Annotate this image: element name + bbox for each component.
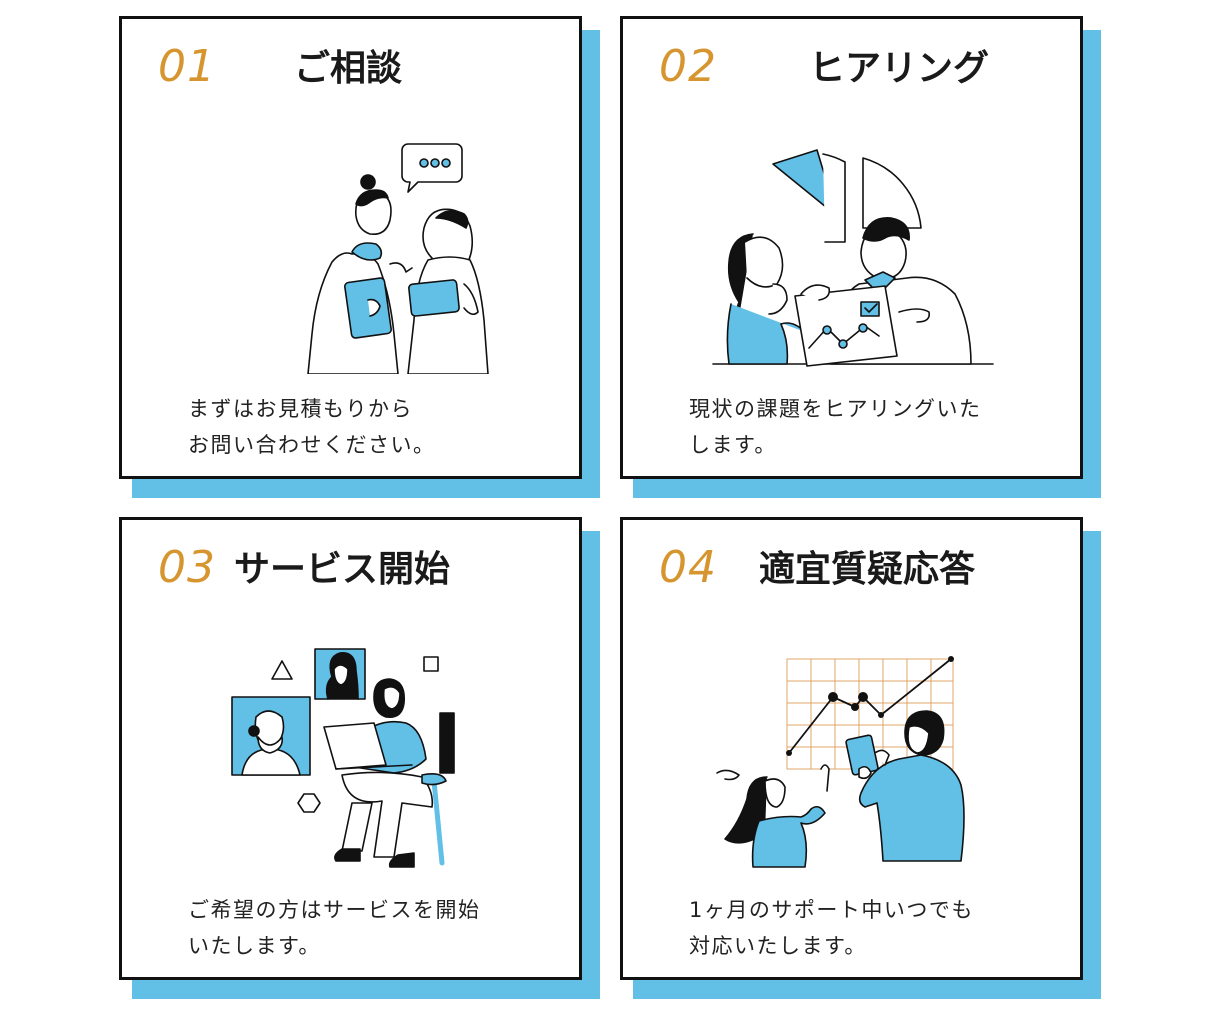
step-description: 現状の課題をヒアリングいた します。 (689, 391, 982, 463)
step-title: ヒアリング (809, 48, 990, 89)
step-description: 1ヶ月のサポート中いつでも 対応いたします。 (689, 892, 974, 964)
step-description: まずはお見積もりから お問い合わせください。 (188, 391, 436, 463)
step-description-line: します。 (689, 433, 777, 457)
service-start-illustration (231, 648, 455, 868)
step-description-line: 対応いたします。 (689, 934, 867, 958)
step-description-line: ご希望の方はサービスを開始 (188, 898, 481, 922)
step-description-line: 1ヶ月のサポート中いつでも (689, 898, 974, 922)
step-card-2: 02 ヒアリング (620, 16, 1083, 479)
step-number: 01 (158, 41, 216, 92)
step-card-3: 03 サービス開始 (119, 517, 582, 980)
step-description: ご希望の方はサービスを開始 いたします。 (188, 892, 481, 964)
step-number: 02 (659, 41, 717, 92)
step-number: 03 (158, 542, 216, 593)
step-description-line: まずはお見積もりから (188, 397, 413, 421)
step-number: 04 (659, 542, 717, 593)
step-title: ご相談 (294, 48, 403, 89)
hearing-illustration (712, 149, 994, 367)
step-card-4: 04 適宜質疑応答 (620, 517, 1083, 980)
step-card-1: 01 ご相談 (119, 16, 582, 479)
step-description-line: お問い合わせください。 (188, 433, 436, 457)
step-description-line: いたします。 (188, 934, 321, 958)
support-qa-illustration (716, 656, 965, 868)
step-description-line: 現状の課題をヒアリングいた (689, 397, 982, 421)
step-title: 適宜質疑応答 (759, 549, 976, 590)
consultation-illustration (307, 143, 489, 374)
step-title: サービス開始 (234, 549, 451, 590)
